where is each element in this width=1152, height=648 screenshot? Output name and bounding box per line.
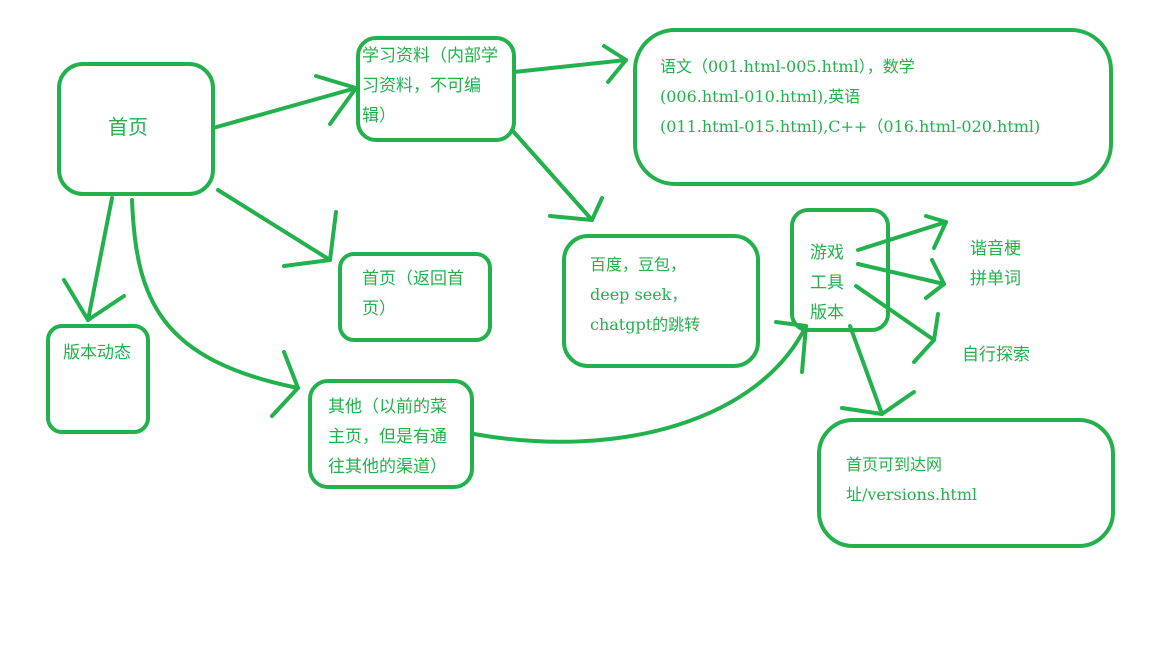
- self-explore-label: 自行探索: [962, 345, 1030, 365]
- ai-box: [562, 234, 760, 368]
- home-return-label: 首页（返回首 页）: [362, 269, 464, 319]
- subjects-label: 语文（001.html-005.html），数学 (006.html-010.h…: [660, 57, 1041, 136]
- version-updates-label: 版本动态: [63, 343, 131, 363]
- arrow-games-homophone-1: [856, 220, 948, 252]
- home-return-box: [338, 252, 492, 342]
- study-materials-label: 学习资料（内部学 习资料，不可编 辑）: [362, 46, 498, 126]
- arrow-study-subjects: [512, 58, 628, 74]
- arrow-games-explore: [854, 284, 936, 342]
- study-box: [356, 36, 516, 142]
- homophone-label: 谐音梗 拼单词: [970, 239, 1021, 289]
- arrow-games-homophone-2: [856, 262, 946, 286]
- arrow-home-study: [211, 86, 358, 130]
- versions-url-label: 首页可到达网 址/versions.html: [846, 455, 978, 504]
- version-box: [46, 324, 150, 434]
- others-label: 其他（以前的菜 主页，但是有通 往其他的渠道）: [328, 397, 447, 477]
- home-label: 首页: [108, 115, 148, 139]
- arrow-home-return: [216, 188, 332, 262]
- arrow-study-ai: [510, 128, 594, 222]
- games-tools-label: 游戏 工具 版本: [810, 243, 844, 323]
- ai-links-label: 百度，豆包， deep seek， chatgpt的跳转: [590, 255, 701, 334]
- arrow-home-version: [86, 196, 114, 322]
- versions-url-box: [817, 418, 1115, 548]
- subjects-box: [633, 28, 1113, 186]
- arrow-home-others: [130, 198, 300, 390]
- arrow-others-games: [472, 324, 808, 444]
- arrow-games-versions: [848, 324, 884, 416]
